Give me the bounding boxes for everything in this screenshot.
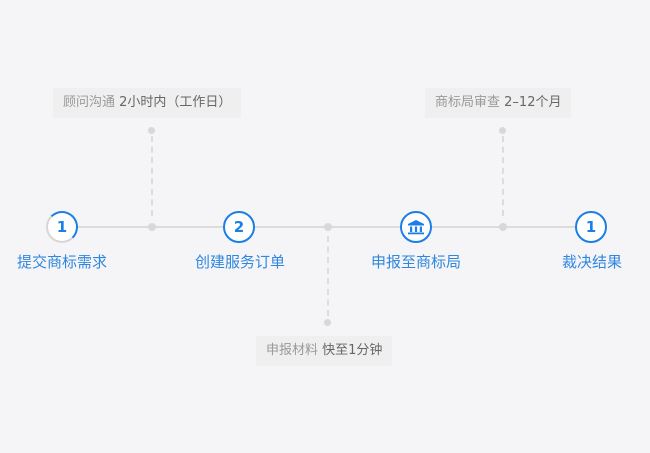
- note-detail: 2小时内（工作日）: [119, 95, 232, 110]
- dashed-connector-1: [151, 136, 153, 216]
- note-title: 申报材料: [266, 343, 319, 358]
- note-detail: 2–12个月: [504, 95, 562, 110]
- note-title: 商标局审查: [435, 95, 501, 110]
- step-1-label: 提交商标需求: [16, 253, 108, 271]
- step-4-label: 裁决结果: [561, 253, 623, 271]
- dashed-connector-3: [502, 136, 504, 216]
- note-end-dot-3: [499, 127, 506, 134]
- step-3-circle: [400, 211, 432, 243]
- bank-icon: [408, 220, 424, 235]
- note-end-dot-2: [324, 319, 331, 326]
- step-3-label: 申报至商标局: [370, 253, 462, 271]
- note-detail: 快至1分钟: [322, 343, 383, 358]
- step-4-circle: 1: [575, 211, 607, 243]
- step-2-circle: 2: [223, 211, 255, 243]
- step-1-number: 1: [56, 218, 68, 236]
- note-review: 商标局审查 2–12个月: [425, 88, 572, 118]
- note-title: 顾问沟通: [63, 95, 116, 110]
- step-1-circle: 1: [46, 211, 78, 243]
- dashed-connector-2: [327, 236, 329, 316]
- track-dot-1: [148, 223, 156, 231]
- track-dot-3: [499, 223, 507, 231]
- note-materials: 申报材料 快至1分钟: [256, 336, 393, 366]
- track-dot-2: [324, 223, 332, 231]
- step-4-number: 1: [585, 218, 597, 236]
- step-2-number: 2: [233, 218, 245, 236]
- note-consultation: 顾问沟通 2小时内（工作日）: [53, 88, 242, 118]
- note-end-dot-1: [148, 127, 155, 134]
- step-2-label: 创建服务订单: [194, 253, 286, 271]
